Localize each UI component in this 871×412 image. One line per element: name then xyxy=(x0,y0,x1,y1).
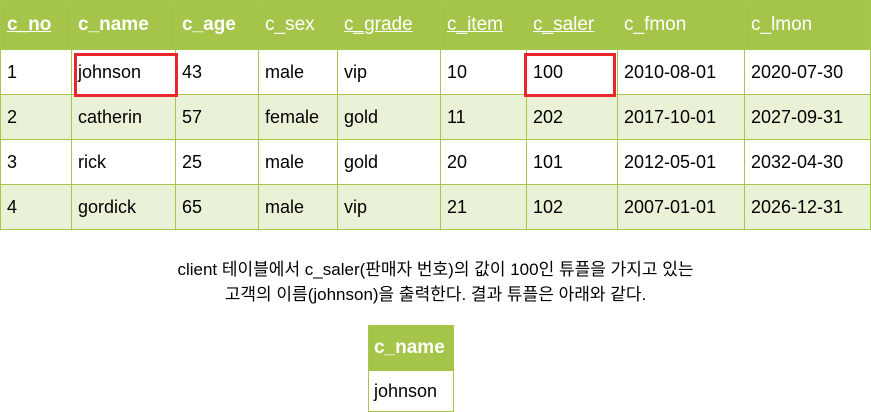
cell-c_item: 21 xyxy=(440,184,527,230)
client-table: c_no c_name c_age c_sex c_grade c_item c… xyxy=(0,0,871,230)
cell-c_name: catherin xyxy=(71,94,176,140)
cell-c_saler: 102 xyxy=(526,184,618,230)
cell-c_fmon: 2017-10-01 xyxy=(617,94,745,140)
cell-c_grade: gold xyxy=(337,139,441,185)
result-cell-c_name: johnson xyxy=(368,370,454,412)
cell-c_age: 57 xyxy=(175,94,259,140)
cell-c_name: johnson xyxy=(71,49,176,95)
result-row: johnson xyxy=(368,370,454,412)
caption-line-1: client 테이블에서 c_saler(판매자 번호)의 값이 100인 튜플… xyxy=(177,260,694,279)
cell-c_item: 10 xyxy=(440,49,527,95)
cell-c_no: 4 xyxy=(0,184,72,230)
cell-c_name: rick xyxy=(71,139,176,185)
cell-c_no: 2 xyxy=(0,94,72,140)
cell-c_lmon: 2032-04-30 xyxy=(744,139,871,185)
header-c_lmon: c_lmon xyxy=(744,0,871,50)
header-c_sex: c_sex xyxy=(258,0,338,50)
cell-c_age: 65 xyxy=(175,184,259,230)
cell-c_saler: 101 xyxy=(526,139,618,185)
table-row: 4 gordick 65 male vip 21 102 2007-01-01 … xyxy=(0,184,871,230)
cell-c_lmon: 2020-07-30 xyxy=(744,49,871,95)
header-c_no: c_no xyxy=(0,0,72,50)
cell-c_fmon: 2010-08-01 xyxy=(617,49,745,95)
cell-c_fmon: 2012-05-01 xyxy=(617,139,745,185)
caption-line-2: 고객의 이름(johnson)을 출력한다. 결과 튜플은 아래와 같다. xyxy=(224,285,647,304)
header-row: c_no c_name c_age c_sex c_grade c_item c… xyxy=(0,0,871,50)
header-c_item: c_item xyxy=(440,0,527,50)
table-row: 3 rick 25 male gold 20 101 2012-05-01 20… xyxy=(0,139,871,185)
cell-c_no: 3 xyxy=(0,139,72,185)
table-row: 2 catherin 57 female gold 11 202 2017-10… xyxy=(0,94,871,140)
header-c_saler: c_saler xyxy=(526,0,618,50)
result-header-c_name: c_name xyxy=(368,325,454,371)
cell-c_item: 20 xyxy=(440,139,527,185)
header-c_age: c_age xyxy=(175,0,259,50)
table-row: 1 johnson 43 male vip 10 100 2010-08-01 … xyxy=(0,49,871,95)
result-header-row: c_name xyxy=(368,325,454,371)
header-c_grade: c_grade xyxy=(337,0,441,50)
cell-c_grade: vip xyxy=(337,49,441,95)
cell-c_fmon: 2007-01-01 xyxy=(617,184,745,230)
header-c_fmon: c_fmon xyxy=(617,0,745,50)
cell-c_item: 11 xyxy=(440,94,527,140)
cell-c_sex: female xyxy=(258,94,338,140)
cell-c_lmon: 2026-12-31 xyxy=(744,184,871,230)
cell-c_grade: gold xyxy=(337,94,441,140)
header-c_name: c_name xyxy=(71,0,176,50)
cell-c_no: 1 xyxy=(0,49,72,95)
cell-c_sex: male xyxy=(258,184,338,230)
cell-c_sex: male xyxy=(258,49,338,95)
cell-c_grade: vip xyxy=(337,184,441,230)
cell-c_age: 25 xyxy=(175,139,259,185)
cell-c_saler: 202 xyxy=(526,94,618,140)
cell-c_sex: male xyxy=(258,139,338,185)
result-table: c_name johnson xyxy=(368,325,454,412)
cell-c_age: 43 xyxy=(175,49,259,95)
cell-c_name: gordick xyxy=(71,184,176,230)
cell-c_lmon: 2027-09-31 xyxy=(744,94,871,140)
cell-c_saler: 100 xyxy=(526,49,618,95)
